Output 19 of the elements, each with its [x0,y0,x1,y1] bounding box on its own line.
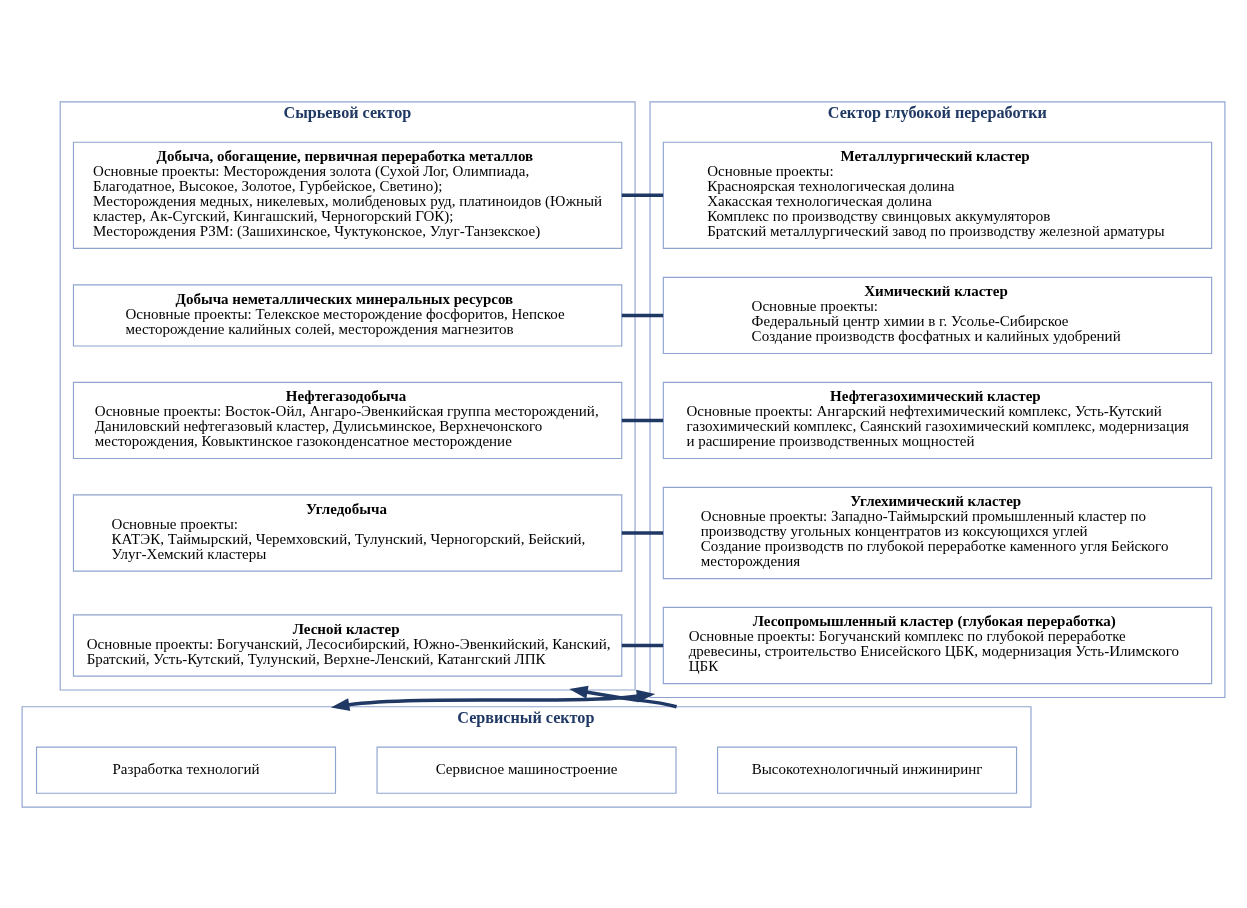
node-box: Высокотехнологичный инжиниринг [717,746,1018,794]
node-box: Разработка технологий [35,746,337,794]
node-box: Металлургический кластер Основные проекты: Красноярская технологическая долина Хакасская технологическая долина Комплекс по производству свинцовых аккумуляторов Братский металлургический завод по производству железной арматуры [662,141,1213,249]
node-box: Углехимический кластер Основные проекты: Западно-Таймырский промышленный кластер по производству угольных концентратов из коксующихся углей Создание производств по глубокой переработке каменного угля Бейского месторождения [662,486,1213,579]
node-box: Лесопромышленный кластер (глубокая переработка) Основные проекты: Богучанский комплекс по глубокой переработке древесины, строительство Енисейского ЦБК, модернизация Усть-Илимского ЦБК [662,606,1213,684]
connector [621,193,664,197]
node-box: Химический кластер Основные проекты: Федеральный центр химии в г. Усолье-Сибирское Создание производств фосфатных и калийных удобрений [662,276,1213,354]
node-box: Нефтегазодобыча Основные проекты: Восток-Ойл, Ангаро-Эвенкийская группа месторождений, Даниловский нефтегазовый кластер, Дулисьминское, Верхнечонского месторождения, Ковыктинское газоконденсатное месторождение [72,381,623,459]
connector [621,643,664,647]
node-box: Лесной кластер Основные проекты: Богучанский, Лесосибирский, Южно-Эвенкийский, Канский, Братский, Усть-Кутский, Тулунский, Верхне-Ленский, Катангский ЛПК [72,613,623,677]
connector [621,418,664,422]
node-box: Сервисное машиностроение [376,746,677,794]
connector [621,313,664,317]
node-box: Добыча, обогащение, первичная переработка металлов Основные проекты: Месторождения золота (Сухой Лог, Олимпиада, Благодатное, Высокое, Золотое, Гурбейское, Светино); Месторождения медных, никелевых, молибденовых руд, платиноидов (Южный кластер, Ак-Сугский, Кингашский, Черногорский ГОК); Месторождения РЗМ: (Зашихинское, Чуктуконское, Улуг-Танзекское) [72,141,623,249]
node-box: Добыча неметаллических минеральных ресурсов Основные проекты: Телекское месторождение фосфоритов, Непское месторождение калийных солей, месторождения магнезитов [72,283,623,347]
connector [621,530,664,535]
node-box: Угледобыча Основные проекты: КАТЭК, Таймырский, Черемховский, Тулунский, Черногорский, Бейский, Улуг-Хемский кластеры [72,493,623,572]
arrow [330,689,656,711]
node-box: Нефтегазохимический кластер Основные проекты: Ангарский нефтехимический комплекс, Усть-Кутский газохимический комплекс, Саянский газохимический комплекс, модернизация и расширение производственных мощностей [662,381,1213,459]
